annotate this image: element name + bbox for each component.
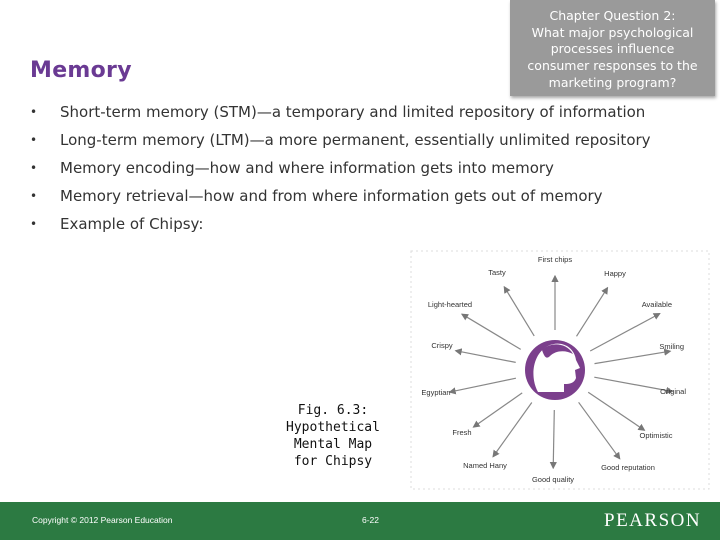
- footer-bar: Copyright © 2012 Pearson Education 6-22 …: [0, 502, 720, 540]
- map-label: Good quality: [532, 475, 574, 484]
- map-arrow: [454, 348, 516, 363]
- chapter-question-line: Chapter Question 2:: [549, 8, 676, 23]
- bullet-item: • Example of Chipsy:: [30, 214, 680, 234]
- mental-map-figure: First chipsHappyAvailableSmilingOriginal…: [410, 250, 710, 490]
- bullet-term: Memory encoding: [60, 159, 195, 177]
- map-label: Tasty: [488, 268, 506, 277]
- figure-border: [410, 250, 710, 490]
- bullet-text: —how and from where information gets out…: [188, 187, 603, 205]
- figure-caption: Fig. 6.3: Hypothetical Mental Map for Ch…: [270, 402, 396, 470]
- map-arrow: [492, 402, 533, 458]
- bullet-dot: •: [30, 189, 38, 203]
- bullet-term: Memory retrieval: [60, 187, 189, 205]
- map-label: Optimistic: [640, 431, 673, 440]
- map-arrow: [472, 392, 523, 428]
- map-label: Happy: [604, 269, 626, 278]
- bullet-dot: •: [30, 217, 38, 231]
- bullet-list: • Short-term memory (STM)—a temporary an…: [30, 102, 680, 242]
- map-label: Good reputation: [601, 463, 655, 472]
- map-arrow: [575, 286, 609, 337]
- map-label: Crispy: [431, 341, 453, 350]
- page-number: 6-22: [362, 515, 380, 525]
- map-label: Original: [660, 387, 686, 396]
- map-arrow: [578, 401, 621, 460]
- map-arrow: [549, 409, 557, 470]
- map-arrow: [594, 348, 672, 365]
- chapter-question-line: processes influence: [550, 41, 675, 57]
- map-label: Available: [642, 300, 672, 309]
- map-label: Fresh: [452, 428, 471, 437]
- bullet-text: Short-term memory (STM)—a temporary and …: [60, 103, 646, 121]
- chapter-question-line: What major psychological: [531, 24, 694, 40]
- bullet-dot: •: [30, 161, 38, 175]
- chapter-question-box: Chapter Question 2: What major psycholog…: [510, 0, 715, 96]
- map-arrow: [594, 376, 674, 394]
- chapter-question-line: marketing program?: [548, 74, 677, 90]
- bullet-text: Example of Chipsy:: [60, 215, 204, 233]
- map-arrow: [587, 391, 646, 431]
- bullet-dot: •: [30, 105, 38, 119]
- map-arrow: [589, 313, 661, 352]
- caption-line: Mental Map: [293, 437, 373, 452]
- pearson-logo: PEARSON: [604, 510, 702, 531]
- map-arrow: [460, 313, 522, 350]
- map-label: First chips: [538, 255, 572, 264]
- map-label: Named Hany: [463, 461, 507, 470]
- bullet-text: Long-term memory (LTM)—a more permanent,…: [60, 131, 651, 149]
- caption-line: for Chipsy: [293, 454, 373, 469]
- caption-line: Hypothetical: [286, 420, 380, 435]
- map-label: Egyptian: [421, 388, 450, 397]
- bullet-dot: •: [30, 133, 38, 147]
- caption-line: Fig. 6.3:: [297, 403, 369, 418]
- map-label: Smiling: [659, 342, 684, 351]
- head-profile-icon: [525, 340, 585, 400]
- chapter-question-line: consumer responses to the: [527, 58, 698, 74]
- bullet-item: • Memory retrieval—how and from where in…: [30, 186, 680, 206]
- bullet-item: • Long-term memory (LTM)—a more permanen…: [30, 130, 680, 150]
- map-arrow: [448, 377, 517, 395]
- map-arrow: [503, 285, 535, 337]
- copyright-text: Copyright © 2012 Pearson Education: [32, 515, 173, 525]
- bullet-text: —how and where information gets into mem…: [194, 159, 554, 177]
- slide-title: Memory: [30, 58, 132, 83]
- bullet-item: • Short-term memory (STM)—a temporary an…: [30, 102, 680, 122]
- bullet-item: • Memory encoding—how and where informat…: [30, 158, 680, 178]
- map-label: Light-hearted: [428, 300, 472, 309]
